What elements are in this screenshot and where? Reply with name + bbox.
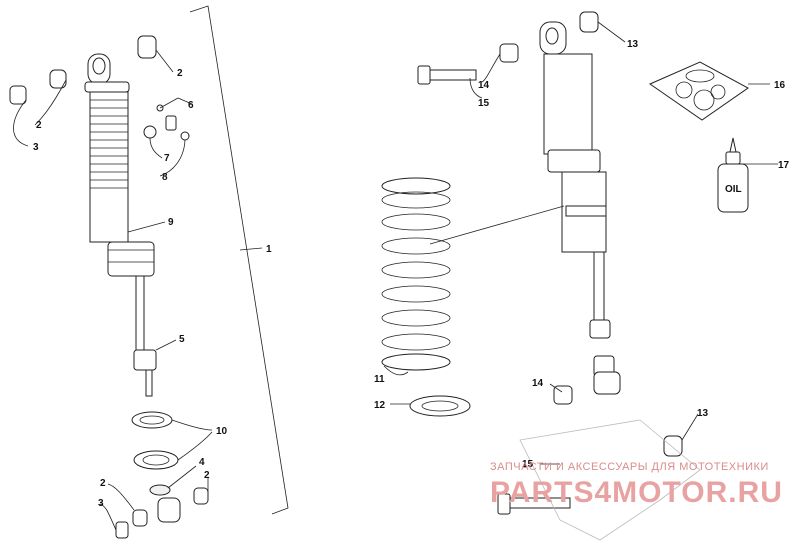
shock-lower-body [107, 241, 155, 277]
bushing-2-top-right [137, 35, 157, 59]
oil-bottle-label: OIL [725, 184, 742, 195]
callout-15-top: 15 [478, 98, 490, 109]
bushing-14-bottom [553, 385, 573, 405]
callout-16: 16 [774, 80, 786, 91]
callout-11: 11 [374, 374, 385, 385]
assembly-bracket-1 [189, 5, 289, 515]
callout-2-bottom-left: 2 [100, 478, 106, 489]
shock-body-fins [90, 99, 128, 189]
left-shock-assembly: 1 2 2 3 6 7 8 9 5 10 4 2 2 3 [9, 5, 289, 539]
cap-8 [180, 131, 190, 141]
bolt-15-shank-bottom [509, 497, 571, 509]
bumper-5 [133, 349, 157, 371]
bushing-2-bottom-right [193, 487, 209, 505]
right-shock-body [543, 53, 593, 155]
callout-6: 6 [188, 100, 194, 111]
watermark-tagline: ЗАПЧАСТИ И АКСЕССУАРЫ ДЛЯ МОТОТЕХНИКИ [490, 461, 769, 473]
right-spring-collar [547, 149, 601, 173]
spring-seat-ring-upper [131, 411, 173, 429]
o-ring-7 [143, 125, 157, 139]
shock-bottom-eye [157, 497, 181, 523]
callout-2-top-right: 2 [177, 68, 183, 79]
valve-6 [165, 115, 177, 131]
callout-3-bottom: 3 [98, 498, 104, 509]
shock-body [89, 91, 129, 243]
shock-shaft [135, 275, 145, 361]
callout-8: 8 [162, 172, 168, 183]
lower-a-arm-outline [519, 419, 701, 541]
callout-14-top: 14 [478, 80, 490, 91]
callout-14-bottom: 14 [532, 378, 544, 389]
shaft-end [145, 369, 153, 397]
callout-13-bottom: 13 [697, 408, 709, 419]
bushing-2-bottom-left [132, 509, 148, 527]
bushing-2-top-left [49, 69, 67, 89]
spacer-3-bottom [115, 521, 129, 539]
right-shock-assembly: OIL 13 14 15 16 17 11 12 14 13 15 [374, 11, 790, 541]
callout-12: 12 [374, 400, 386, 411]
watermark: ЗАПЧАСТИ И АКСЕССУАРЫ ДЛЯ МОТОТЕХНИКИ PA… [490, 461, 783, 509]
callout-9: 9 [168, 217, 174, 228]
callout-13-top: 13 [627, 39, 639, 50]
bushing-14-top [499, 43, 519, 63]
callout-3-top: 3 [33, 142, 39, 153]
callout-17: 17 [778, 160, 790, 171]
oil-bottle-17: OIL [717, 137, 749, 213]
spacer-3-top [9, 85, 27, 105]
callout-2-bottom-right: 2 [204, 470, 210, 481]
callout-7: 7 [164, 153, 170, 164]
callout-10: 10 [216, 426, 228, 437]
right-shock-bottom-eye [593, 371, 621, 395]
watermark-site: PARTS4MOTOR.RU [490, 476, 783, 509]
nut-13-top [579, 11, 599, 33]
bolt-15-shank-top [429, 69, 477, 81]
callout-1: 1 [266, 244, 272, 255]
coil-spring-11 [381, 177, 451, 371]
bolt-15-head-top [417, 65, 431, 85]
callout-2-top-left: 2 [36, 120, 42, 131]
right-shock-shaft [593, 251, 605, 325]
spring-seat-ring-lower [133, 450, 179, 470]
callout-15-bottom: 15 [522, 459, 534, 470]
callout-5: 5 [179, 334, 185, 345]
callout-4: 4 [199, 457, 205, 468]
spring-retainer-12 [409, 395, 471, 417]
washer-4 [149, 484, 171, 496]
